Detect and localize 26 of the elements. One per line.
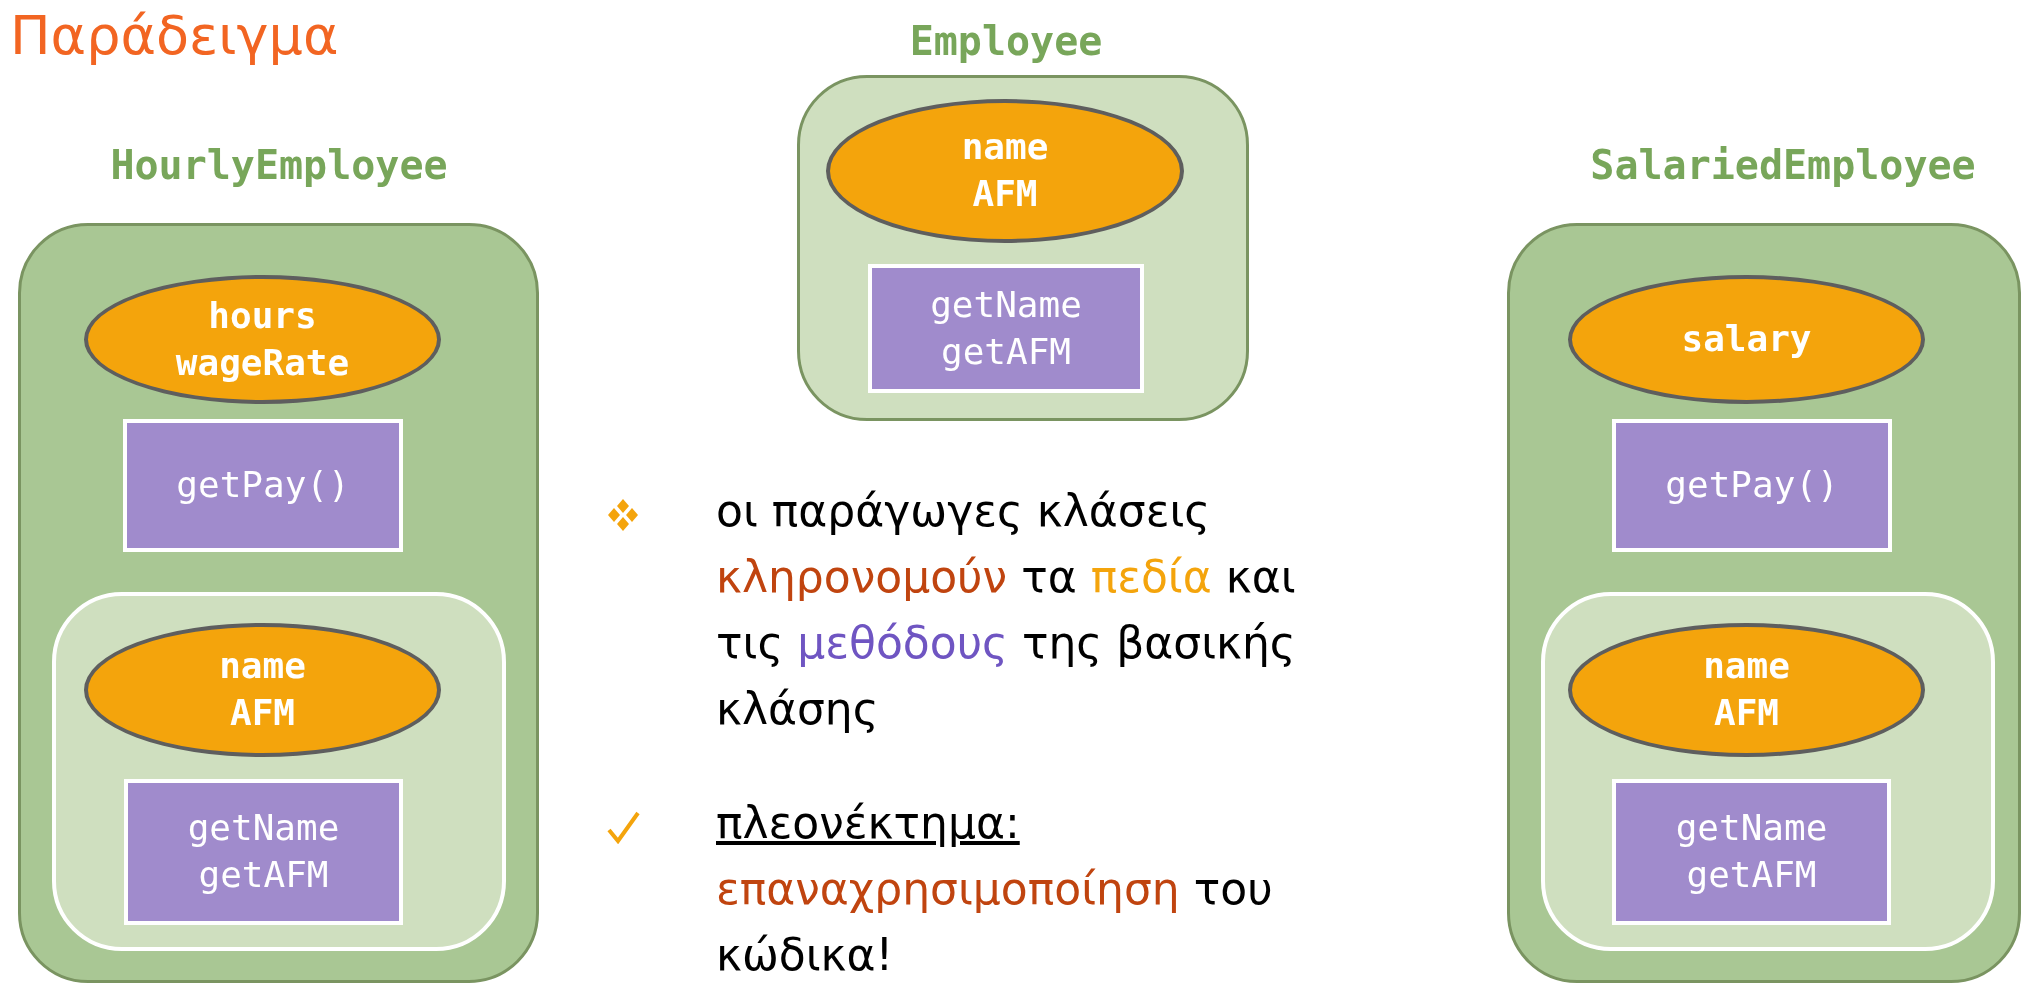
method-names: getName getAFM bbox=[1675, 806, 1828, 897]
methods-box bbox=[123, 419, 403, 552]
method-names: getName getAFM bbox=[187, 806, 340, 897]
field-names: salary bbox=[1681, 317, 1812, 362]
methods-box bbox=[124, 779, 403, 925]
methods-box bbox=[868, 264, 1144, 393]
inherited-part-box bbox=[1541, 592, 1995, 951]
class-box bbox=[797, 75, 1249, 421]
field-names: hours wageRate bbox=[175, 293, 350, 385]
method-names: getPay() bbox=[1665, 463, 1839, 508]
methods-box bbox=[1612, 419, 1892, 552]
class-name: SalariedEmployee bbox=[1590, 142, 1976, 188]
inherited-part-box bbox=[52, 592, 506, 951]
class-name: HourlyEmployee bbox=[110, 142, 448, 188]
field-names: name AFM bbox=[1703, 644, 1790, 735]
field-names: name AFM bbox=[961, 125, 1049, 216]
class-box bbox=[18, 223, 539, 983]
bullet-text: πλεονέκτημα: επαναχρησιμοποίηση του κώδικα! bbox=[716, 796, 1274, 982]
methods-box bbox=[1612, 779, 1891, 925]
field-names: name AFM bbox=[219, 644, 306, 735]
bullet-text: οι παράγωγες κλάσεις κληρονομούν τα πεδία και τις μεθόδους της βασικής κλάσης bbox=[716, 484, 1297, 736]
method-names: getPay() bbox=[176, 463, 350, 508]
class-name: Employee bbox=[909, 18, 1103, 64]
method-names: getName getAFM bbox=[930, 282, 1082, 374]
slide-title: Παράδειγμα bbox=[10, 4, 339, 67]
class-box bbox=[1507, 223, 2021, 983]
